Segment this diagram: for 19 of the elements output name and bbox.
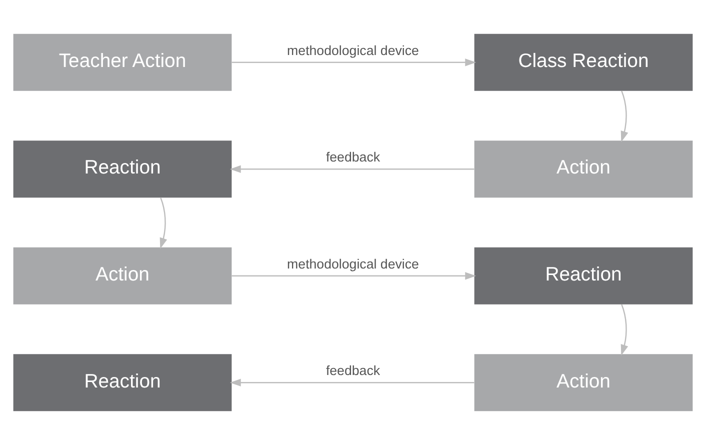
arrow	[232, 272, 476, 280]
arrow	[232, 58, 476, 66]
edge-label: methodological device	[287, 42, 419, 58]
arrow	[230, 165, 474, 173]
edge-label: feedback	[326, 363, 380, 378]
arrow	[620, 304, 628, 356]
node-box: Class Reaction	[474, 34, 693, 91]
node-box: Action	[13, 247, 232, 304]
arrow	[620, 90, 628, 142]
node-box: Reaction	[13, 354, 232, 412]
node-box: Teacher Action	[13, 34, 232, 91]
arrow	[160, 198, 168, 249]
arrow	[230, 378, 474, 386]
node-box: Reaction	[474, 247, 693, 304]
node-box: Action	[474, 140, 693, 198]
node-box: Action	[474, 354, 693, 412]
edge-label: methodological device	[287, 256, 419, 272]
edge-label: feedback	[326, 150, 380, 165]
node-box: Reaction	[13, 140, 232, 198]
